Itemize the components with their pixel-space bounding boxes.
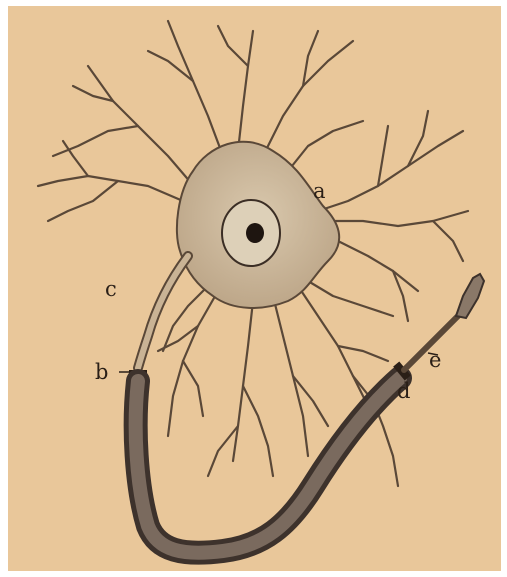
neuron-illustration: a b c d e (8, 6, 501, 571)
label-d: d (397, 381, 410, 402)
label-c: c (105, 279, 117, 300)
neuron-drawing (8, 6, 501, 571)
label-a: a (313, 181, 326, 202)
axon-terminal (456, 274, 484, 318)
label-e: e (429, 350, 441, 371)
label-b: b (95, 362, 108, 383)
nucleolus (246, 223, 264, 243)
myelin-sheath (136, 378, 400, 553)
